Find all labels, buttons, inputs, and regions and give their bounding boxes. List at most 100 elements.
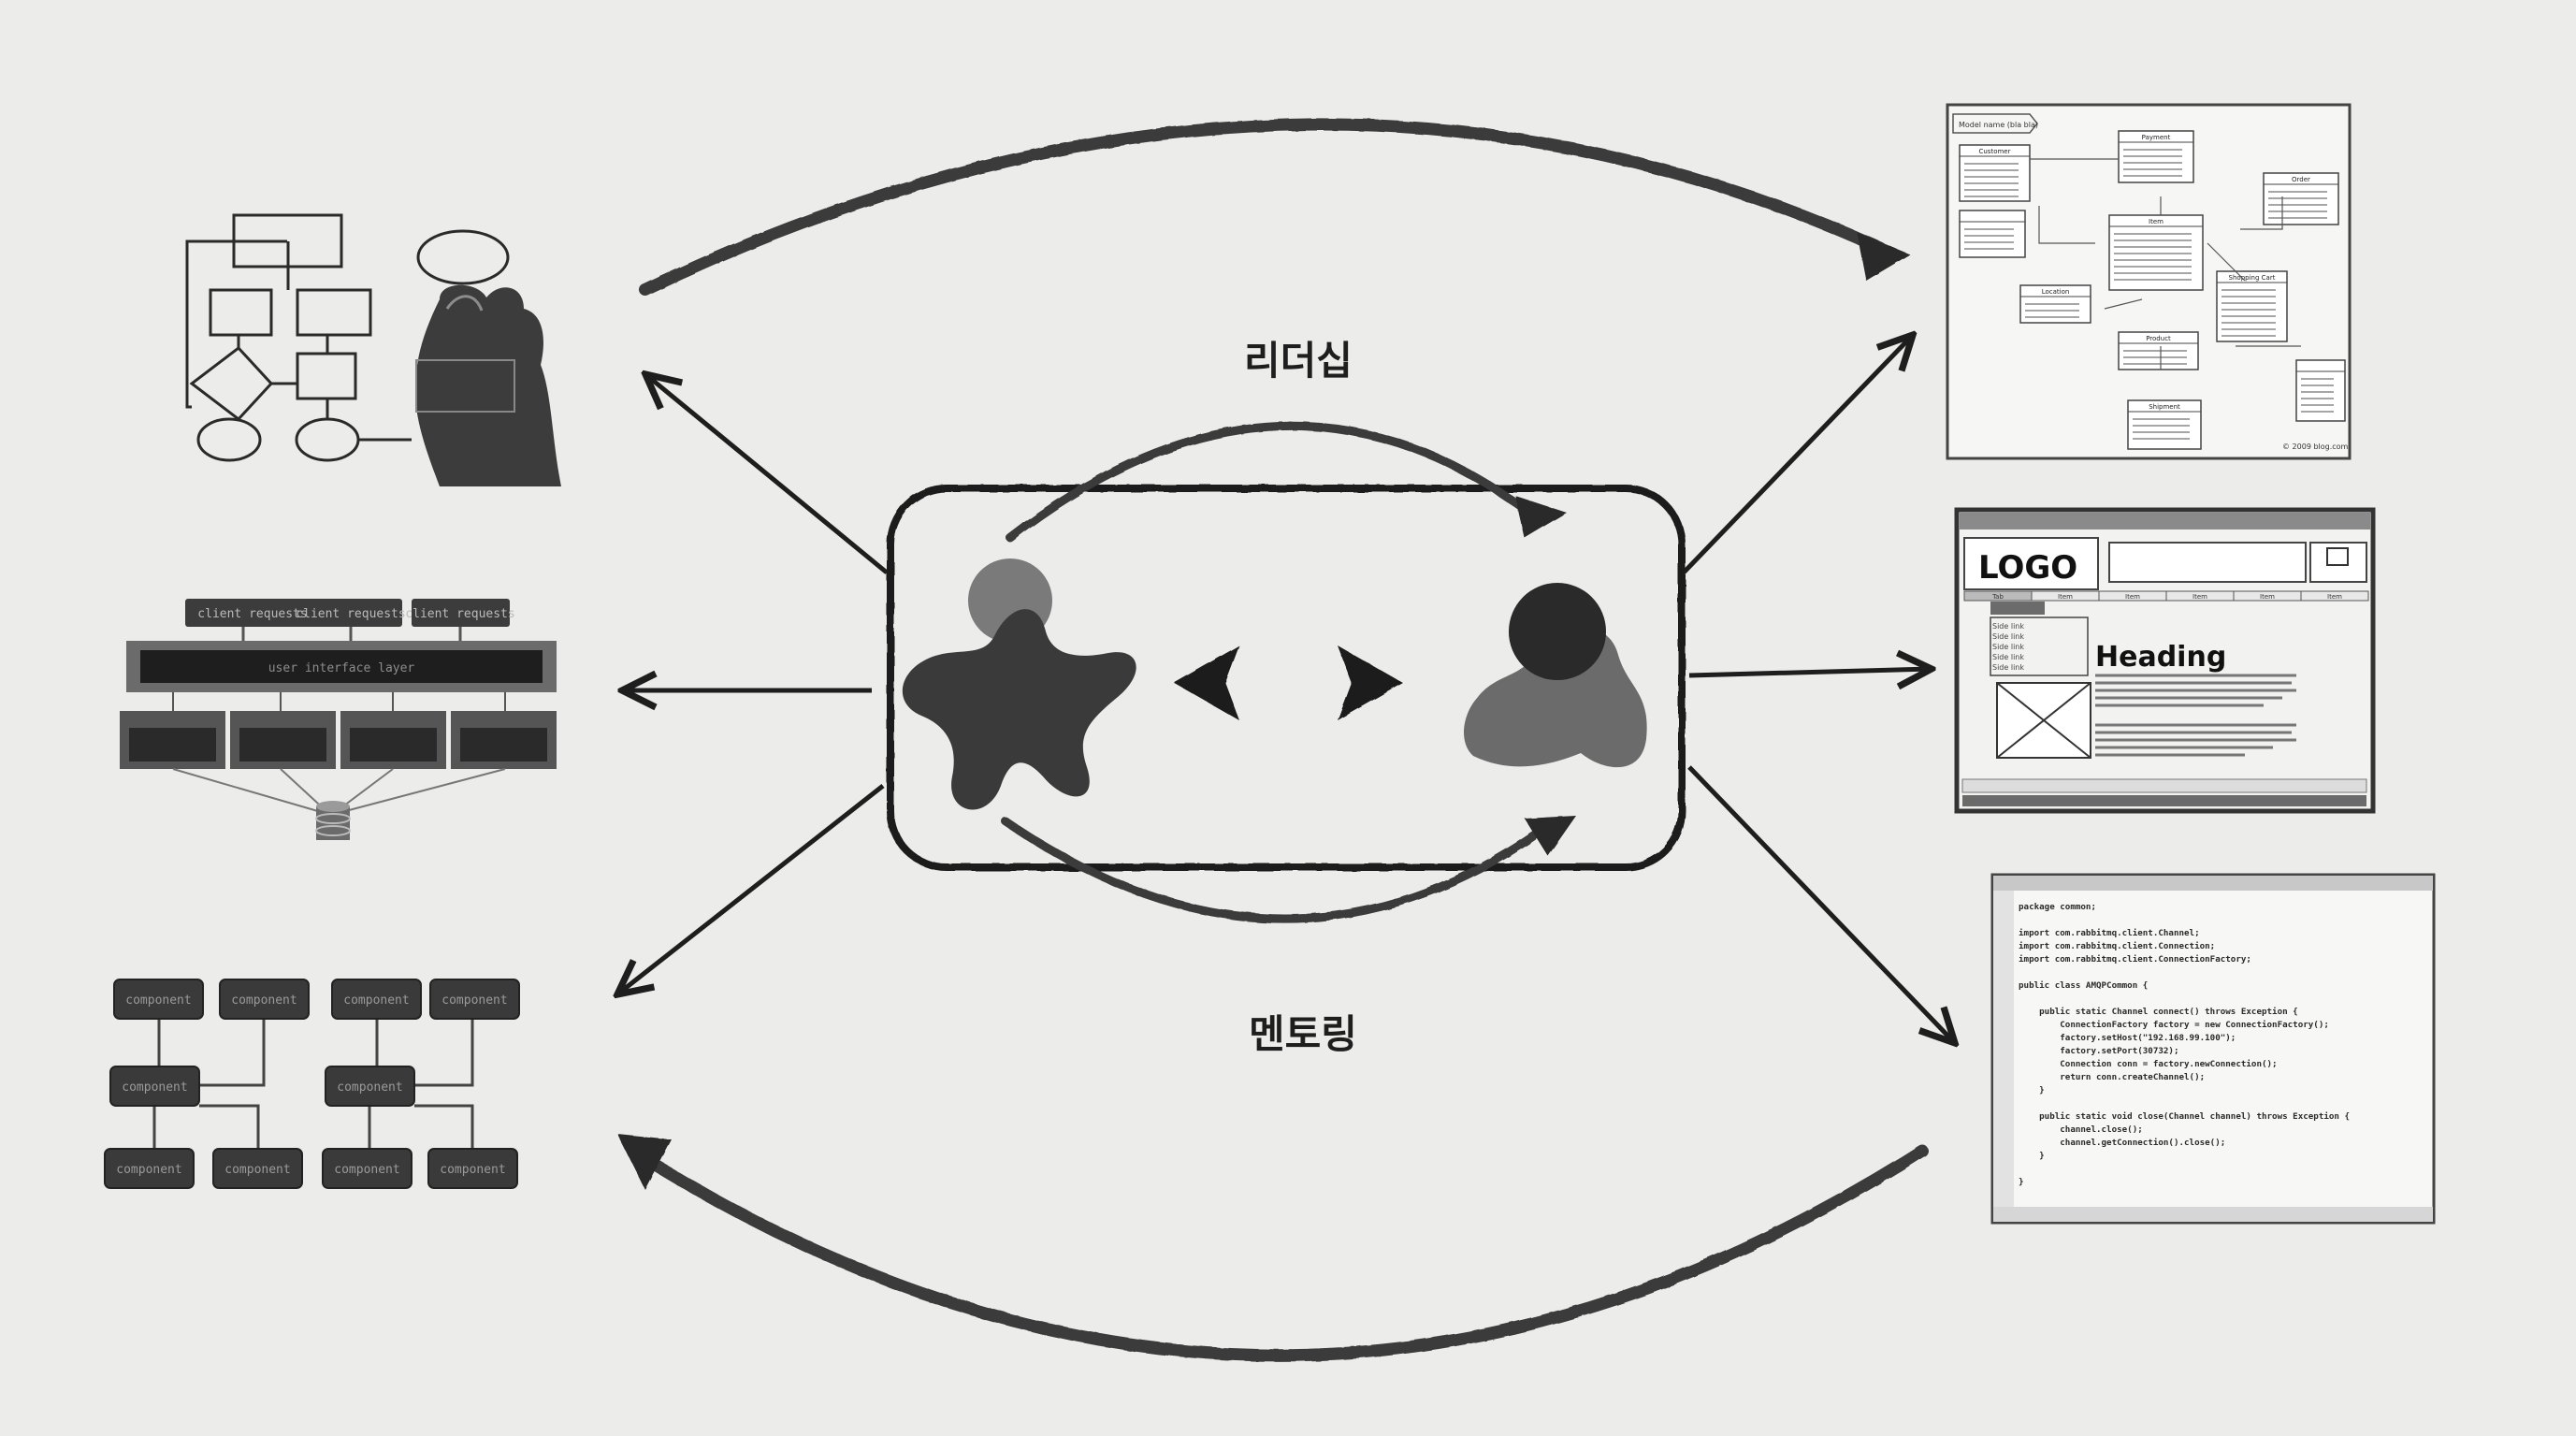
code-editor-icon: package common; import com.rabbitmq.clien…: [1990, 873, 2436, 1225]
code-line: channel.close();: [2019, 1124, 2143, 1135]
component-label: component: [441, 994, 507, 1008]
component-label: component: [343, 994, 409, 1008]
code-line: public static void close(Channel channel…: [2019, 1111, 2350, 1122]
outer-bottom-curve-arrow: [617, 1134, 1929, 1362]
client-box-3-label: client requests: [405, 607, 514, 621]
spoke-to-flowchart: [645, 374, 889, 574]
uml-class-diagram-icon: Model name (bla bla) CustomerPaymentOrde…: [1946, 103, 2352, 460]
wireframe-nav-label: Tab: [1991, 593, 2004, 601]
wireframe-nav-tab: [2300, 590, 2369, 602]
wireframe-side-link: Side link: [1992, 653, 2024, 661]
uml-class-name: Location: [2042, 288, 2070, 296]
client-box-2-label: client requests: [296, 607, 405, 621]
code-line: }: [2019, 1151, 2045, 1161]
component-box: [113, 979, 204, 1020]
mentee-star-figure: [902, 558, 1136, 810]
center-box: [887, 485, 1686, 871]
component-box: [212, 1148, 303, 1189]
wireframe-side-link: Side link: [1992, 663, 2024, 672]
component-box: [325, 1066, 415, 1107]
component-label: component: [337, 1081, 402, 1095]
uml-class-name: Payment: [2142, 134, 2171, 141]
wireframe-nav-label: Item: [2058, 593, 2073, 601]
component-connector: [199, 1104, 260, 1149]
wireframe-nav-label: Item: [2192, 593, 2207, 601]
uml-class-name: Customer: [1978, 148, 2010, 155]
uml-title: Model name (bla bla): [1959, 121, 2038, 129]
client-box-1-label: client requests: [197, 607, 307, 621]
double-arrow: [1174, 645, 1403, 720]
uml-class-box: [2127, 399, 2202, 450]
uml-class-box: [2295, 359, 2346, 422]
code-line: import com.rabbitmq.client.Channel;: [2019, 928, 2200, 938]
code-lines: package common; import com.rabbitmq.clien…: [2019, 902, 2350, 1187]
uml-class-name: Shipment: [2149, 403, 2180, 411]
uml-class-name: Shopping Cart: [2229, 274, 2276, 282]
component-box: [429, 979, 520, 1020]
uml-class-box: [1959, 210, 2026, 258]
database-icon: [315, 801, 351, 840]
inner-bottom-curve-arrow: [1001, 816, 1576, 923]
component-label: component: [224, 1163, 290, 1177]
code-line: }: [2019, 1085, 2045, 1095]
code-line: return conn.createChannel();: [2019, 1072, 2205, 1082]
component-label: component: [231, 994, 297, 1008]
component-label: component: [334, 1163, 399, 1177]
wireframe-side-link: Side link: [1992, 643, 2024, 651]
inner-top-curve-arrow: [1006, 421, 1567, 543]
code-line: public static Channel connect() throws E…: [2019, 1007, 2298, 1017]
component-connector: [414, 1019, 474, 1087]
wireframe-nav-label: Item: [2125, 593, 2140, 601]
uml-class-box: [2108, 214, 2204, 291]
component-connector: [414, 1104, 474, 1149]
uml-class-name: Product: [2146, 335, 2171, 342]
wireframe-nav-label: Item: [2327, 593, 2342, 601]
wireframe-side-link: Side link: [1992, 632, 2024, 641]
code-line: channel.getConnection().close();: [2019, 1138, 2225, 1148]
component-box: [331, 979, 422, 1020]
outer-top-curve-arrow: [639, 118, 1910, 297]
wireframe-side-link: Side link: [1992, 622, 2024, 631]
code-line: ConnectionFactory factory = new Connecti…: [2019, 1020, 2329, 1030]
component-label: component: [116, 1163, 181, 1177]
uml-class-box: [2216, 270, 2288, 342]
uml-class-box: [1959, 144, 2031, 202]
uml-footer: © 2009 blog.com: [2282, 442, 2349, 451]
component-box: [219, 979, 310, 1020]
code-line: import com.rabbitmq.client.Connection;: [2019, 941, 2215, 951]
component-label: component: [440, 1163, 505, 1177]
code-line: factory.setHost("192.168.99.100");: [2019, 1033, 2236, 1043]
hand-drawing-flowchart-icon: [185, 213, 510, 462]
wireframe-logo: LOGO: [1978, 549, 2077, 587]
component-connector: [199, 1019, 266, 1087]
spoke-to-uml: [1682, 335, 1913, 574]
label-leadership: 리더십: [1244, 338, 1353, 384]
layered-architecture-icon: client requests client requests client r…: [120, 599, 557, 840]
uml-class-name: Item: [2149, 218, 2164, 225]
hand-icon: [415, 284, 561, 486]
wireframe-nav-label: Item: [2260, 593, 2275, 601]
component-box: [322, 1148, 412, 1189]
spoke-to-wireframe: [1688, 669, 1932, 675]
code-line: }: [2019, 1177, 2024, 1187]
component-box: [109, 1066, 200, 1107]
component-label: component: [125, 994, 191, 1008]
code-line: package common;: [2019, 902, 2096, 912]
component-label: component: [122, 1081, 187, 1095]
component-diagram-icon: component component component component comp…: [104, 979, 520, 1189]
ui-layer-label: user interface layer: [268, 661, 415, 675]
component-box: [427, 1148, 518, 1189]
mentor-person-figure: [1463, 583, 1647, 768]
code-line: Connection conn = factory.newConnection(…: [2019, 1059, 2278, 1069]
code-line: factory.setPort(30732);: [2019, 1046, 2178, 1056]
code-line: public class AMQPCommon {: [2019, 980, 2148, 991]
component-box: [104, 1148, 195, 1189]
spoke-to-code: [1687, 765, 1955, 1043]
code-line: import com.rabbitmq.client.ConnectionFac…: [2019, 954, 2251, 965]
spoke-to-components: [617, 784, 885, 994]
